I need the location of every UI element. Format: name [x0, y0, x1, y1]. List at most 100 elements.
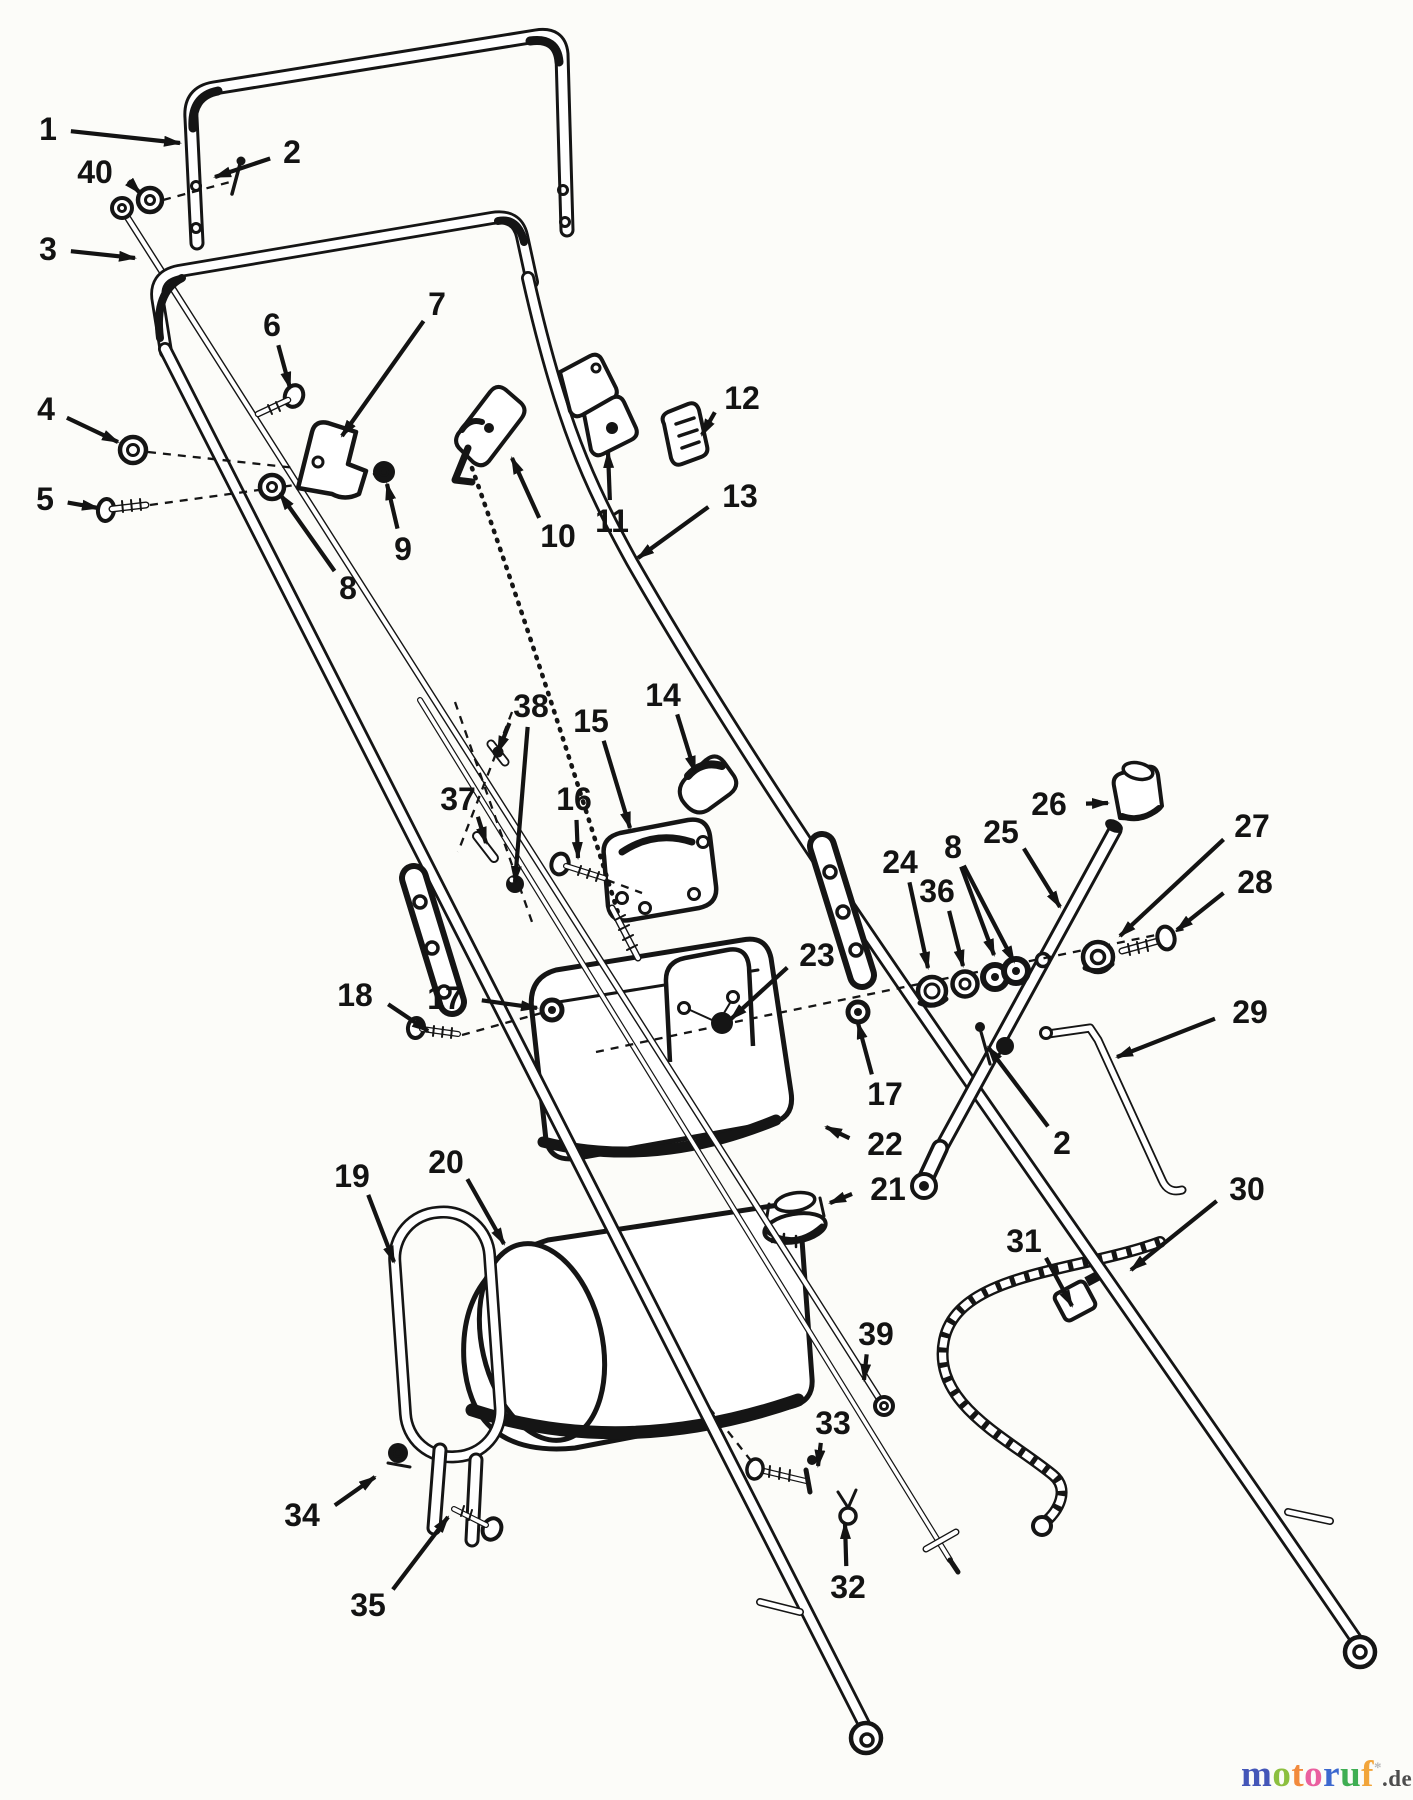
leader-arrow — [1085, 797, 1110, 809]
part-number-label: 15 — [573, 703, 609, 739]
leader-arrow — [675, 713, 698, 774]
callout-part-1: 1 — [39, 111, 182, 147]
leader-arrow — [70, 129, 182, 147]
leader-arrow — [391, 1515, 450, 1591]
hose-clamp — [1052, 1271, 1101, 1323]
watermark-letter: m — [1241, 1754, 1273, 1795]
leader-arrow — [125, 177, 142, 195]
callout-part-10: 10 — [510, 456, 576, 554]
callout-part-17: 17 — [427, 980, 539, 1016]
callout-part-4: 4 — [37, 391, 120, 444]
callout-part-19: 19 — [334, 1158, 396, 1264]
callout-part-11: 11 — [595, 450, 629, 539]
leader-arrow — [814, 1442, 826, 1468]
callout-part-34: 34 — [284, 1475, 377, 1533]
crank-rod — [1039, 1023, 1187, 1196]
leader-arrow — [510, 456, 542, 519]
fuel-tank — [461, 1190, 828, 1452]
leader-arrow — [636, 505, 710, 560]
callout-part-30: 30 — [1129, 1171, 1265, 1272]
leader-arrow — [860, 1354, 872, 1382]
part-number-label: 14 — [645, 677, 681, 713]
leader-arrow — [1115, 1016, 1216, 1059]
part-number-label: 38 — [513, 688, 549, 724]
leader-arrow — [828, 1191, 853, 1205]
part-number-label: 40 — [77, 154, 113, 190]
part-number-label: 5 — [36, 481, 54, 517]
part-number-label: 23 — [799, 937, 835, 973]
part-number-label: 29 — [1232, 994, 1268, 1030]
leader-arrow — [601, 740, 633, 830]
callout-part-28: 28 — [1175, 864, 1273, 932]
watermark-letter: o — [1272, 1754, 1292, 1795]
callout-part-27: 27 — [1118, 808, 1270, 938]
part-number-label: 30 — [1229, 1171, 1265, 1207]
leader-arrow — [1175, 891, 1225, 932]
callout-part-8: 8 — [278, 492, 357, 606]
leader-arrow — [333, 1475, 377, 1508]
watermark-mark: * — [1374, 1760, 1382, 1776]
part-number-label: 24 — [882, 844, 918, 880]
leader-arrow — [961, 864, 1016, 964]
callout-part-12: 12 — [700, 380, 760, 437]
callout-part-24: 24 — [882, 844, 931, 970]
handle-mount-hardware-left — [95, 383, 395, 523]
callout-part-9: 9 — [384, 482, 412, 567]
part-number-label: 8 — [339, 570, 357, 606]
part-number-label: 20 — [428, 1144, 464, 1180]
part-number-label: 6 — [263, 307, 281, 343]
leader-arrow — [340, 319, 426, 438]
callout-part-20: 20 — [428, 1144, 506, 1246]
part-number-label: 26 — [1031, 786, 1067, 822]
part-number-label: 36 — [919, 873, 955, 909]
cable-clamp — [558, 352, 639, 458]
leader-arrow — [510, 726, 530, 884]
leader-arrow — [959, 865, 996, 957]
leader-arrow — [465, 1178, 506, 1246]
part-number-label: 19 — [334, 1158, 370, 1194]
washer-40 — [135, 180, 231, 215]
leader-arrow — [387, 1002, 430, 1033]
handle-brace-rod — [110, 196, 895, 1417]
part-number-label: 10 — [540, 518, 576, 554]
watermark-letter: t — [1291, 1754, 1305, 1795]
callout-part-29: 29 — [1115, 994, 1268, 1059]
callout-part-32: 32 — [830, 1521, 866, 1605]
fuel-valve — [699, 1395, 817, 1495]
part-number-label: 18 — [337, 977, 373, 1013]
part-number-label: 9 — [394, 531, 412, 567]
callout-part-7: 7 — [340, 286, 446, 438]
part-number-label: 2 — [1053, 1125, 1071, 1161]
bumper-knob — [677, 754, 739, 815]
part-number-label: 27 — [1234, 808, 1270, 844]
callout-part-40: 40 — [77, 154, 142, 195]
cable-clamp-bracket — [601, 817, 719, 923]
cable-slide — [660, 401, 710, 467]
cotter-pin-top — [230, 156, 246, 196]
control-panel-bracket — [528, 936, 795, 1162]
shift-lever — [910, 819, 1123, 1200]
watermark-letter: f — [1361, 1754, 1374, 1795]
upper-handle-tube — [183, 27, 575, 251]
pivot-hardware-stack — [595, 924, 1191, 1054]
callout-part-31: 31 — [1006, 1223, 1074, 1308]
leader-arrow — [700, 411, 717, 437]
leader-arrow — [1118, 837, 1226, 938]
part-number-label: 31 — [1006, 1223, 1042, 1259]
leader-arrow — [947, 910, 966, 968]
callout-part-36: 36 — [919, 873, 966, 968]
leader-arrow — [907, 881, 931, 970]
lever-knob — [1111, 760, 1164, 822]
hose-clip — [836, 1488, 858, 1526]
watermark-letter: r — [1323, 1754, 1341, 1795]
leader-arrow — [1044, 1256, 1074, 1308]
leader-arrow — [496, 722, 512, 754]
callout-part-39: 39 — [858, 1316, 894, 1382]
callout-part-8: 8 — [944, 829, 1016, 964]
leader-arrow — [729, 965, 789, 1021]
callout-part-13: 13 — [636, 478, 758, 560]
part-number-label: 3 — [39, 231, 57, 267]
callout-part-5: 5 — [36, 481, 100, 517]
leader-arrow — [571, 819, 583, 860]
